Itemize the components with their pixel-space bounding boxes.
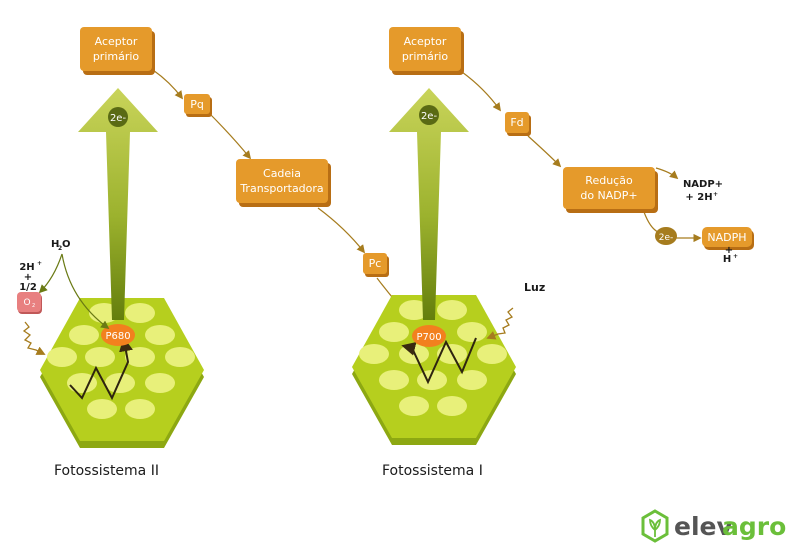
arrow-reduction-to-nadp xyxy=(655,167,679,180)
svg-text:Transportadora: Transportadora xyxy=(239,182,323,195)
water-label: H 2 O xyxy=(51,239,71,252)
nadp-label: NADP+ + 2H + xyxy=(683,179,723,203)
photosystem-i-caption: Fotossistema I xyxy=(382,463,483,479)
svg-text:+: + xyxy=(725,245,733,256)
nadph-h-label: + H + xyxy=(723,245,738,265)
electron-arrow-ps2: 2e- xyxy=(78,88,158,320)
svg-text:primário: primário xyxy=(402,50,449,63)
elevagro-logo: elev agro xyxy=(641,509,786,543)
light-wave-ps1 xyxy=(486,307,514,340)
svg-text:P680: P680 xyxy=(105,331,130,342)
arrow-fd-to-reduction xyxy=(527,135,562,168)
svg-text:Fd: Fd xyxy=(510,116,523,129)
photosystem-ii-hexagon xyxy=(40,298,204,448)
photosystem-ii-caption: Fotossistema II xyxy=(54,463,159,479)
nadp-reduction-box: Redução do NADP+ xyxy=(563,167,658,213)
water-arrows xyxy=(38,253,110,329)
acceptor-box-ps1: Aceptor primário xyxy=(389,27,464,75)
svg-text:Cadeia: Cadeia xyxy=(263,167,301,180)
svg-text:H: H xyxy=(723,254,731,265)
svg-text:O: O xyxy=(23,298,30,308)
svg-text:Redução: Redução xyxy=(585,174,633,187)
acceptor-box-ps2: Aceptor primário xyxy=(80,27,155,75)
svg-text:Pc: Pc xyxy=(369,257,382,270)
arrow-acceptor2-to-pq xyxy=(152,69,184,100)
electron-label-ps2: 2e- xyxy=(110,113,127,124)
arrow-chain-to-pc xyxy=(317,207,366,254)
electron-dot-ps1 xyxy=(419,105,439,125)
svg-text:do NADP+: do NADP+ xyxy=(580,189,637,202)
leaf-icon xyxy=(641,509,669,543)
electron-pill-nadph: 2e- xyxy=(655,227,677,245)
reaction-center-p700: P700 xyxy=(412,325,446,347)
svg-text:NADP+: NADP+ xyxy=(683,179,723,190)
svg-text:O: O xyxy=(62,239,71,250)
pc-box: Pc xyxy=(363,253,389,277)
excitation-path-ps1 xyxy=(401,337,477,385)
light-label: Luz xyxy=(524,281,545,294)
arrow-acceptor1-to-fd xyxy=(461,71,501,112)
svg-text:+ 2H: + 2H xyxy=(685,192,712,203)
nadph-box: NADPH xyxy=(702,227,754,250)
svg-text:Aceptor: Aceptor xyxy=(95,35,138,48)
svg-text:Aceptor: Aceptor xyxy=(404,35,447,48)
fd-box: Fd xyxy=(505,112,531,136)
light-wave-ps2 xyxy=(22,321,46,355)
arrow-pq-to-chain xyxy=(207,111,252,160)
svg-text:+: + xyxy=(24,272,32,283)
proton-products-label: 2H + + 1/2 xyxy=(19,260,42,293)
svg-text:agro: agro xyxy=(722,512,786,541)
svg-text:2e-: 2e- xyxy=(659,233,674,243)
transport-chain-box: Cadeia Transportadora xyxy=(236,159,331,207)
oxygen-badge: O 2 xyxy=(17,292,42,314)
svg-text:+: + xyxy=(733,253,738,260)
svg-text:+: + xyxy=(37,260,42,267)
electron-dot-ps2 xyxy=(108,107,128,127)
reaction-center-p680: P680 xyxy=(101,324,135,346)
svg-text:Pq: Pq xyxy=(190,98,204,111)
svg-text:H: H xyxy=(51,239,59,250)
svg-text:NADPH: NADPH xyxy=(707,231,746,244)
svg-text:1/2: 1/2 xyxy=(19,282,37,293)
svg-text:P700: P700 xyxy=(416,332,441,343)
svg-text:+: + xyxy=(713,191,718,198)
svg-text:2: 2 xyxy=(32,303,35,309)
svg-text:primário: primário xyxy=(93,50,140,63)
svg-text:elev: elev xyxy=(674,512,733,541)
excitation-path-ps2 xyxy=(69,337,133,401)
electron-arrow-ps1: 2e- xyxy=(389,88,469,320)
svg-text:2H: 2H xyxy=(19,262,34,273)
pq-box: Pq xyxy=(184,94,212,117)
photosystem-i-hexagon xyxy=(352,295,516,445)
arrow-reduction-to-2e xyxy=(643,211,659,233)
svg-text:2: 2 xyxy=(58,245,62,252)
electron-label-ps1: 2e- xyxy=(421,111,438,122)
